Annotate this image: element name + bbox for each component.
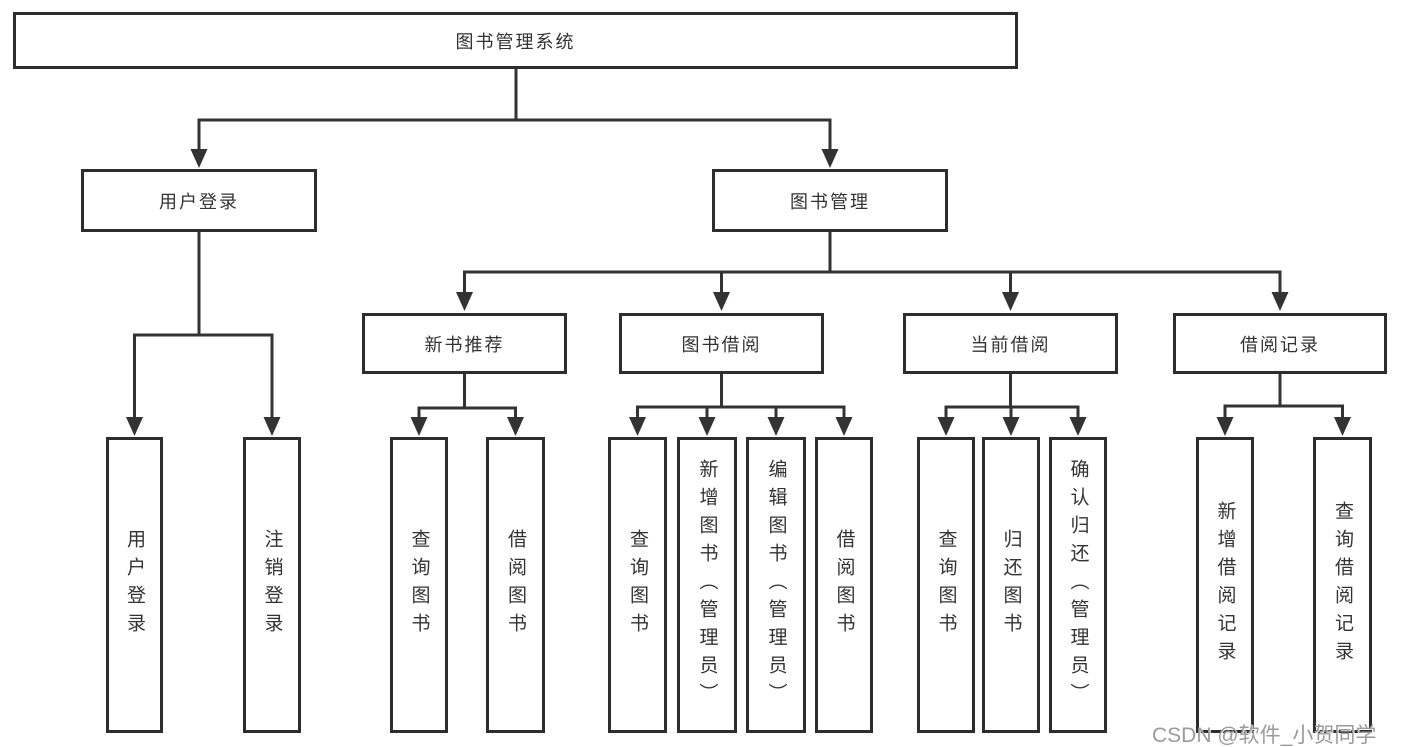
leaf-edit-book-admin: 编辑图书（管理员） [746, 437, 806, 733]
leaf-query-borrow-record: 查询借阅记录 [1313, 437, 1372, 733]
leaf-confirm-return-admin-label: 确认归还（管理员） [1067, 459, 1089, 711]
leaf-query-books-recommend-label: 查询图书 [408, 529, 430, 641]
arrowhead-user-login [190, 149, 208, 168]
connector-new-book-recommend-to-leaves [410, 374, 524, 436]
csdn-watermark: CSDN @软件_小贺同学 [1152, 724, 1377, 747]
leaf-query-books-borrow-label: 查询图书 [627, 529, 648, 641]
arrowhead-book-borrow [713, 292, 730, 311]
connector-current-borrow-to-leaves [937, 374, 1087, 436]
arrowhead-new-book-recommend [456, 292, 473, 311]
node-book-borrow: 图书借阅 [619, 313, 824, 374]
node-user-login-label: 用户登录 [159, 191, 239, 212]
node-current-borrow-label: 当前借阅 [970, 334, 1051, 355]
connector-root-to-level2 [190, 68, 839, 168]
leaf-query-books-borrow: 查询图书 [608, 437, 667, 733]
leaf-edit-book-admin-label: 编辑图书（管理员） [765, 459, 787, 711]
node-user-login: 用户登录 [81, 169, 317, 232]
node-library-system: 图书管理系统 [13, 12, 1018, 69]
node-new-book-recommend-label: 新书推荐 [424, 334, 505, 355]
leaf-logout: 注销登录 [243, 437, 301, 733]
leaf-add-borrow-record: 新增借阅记录 [1196, 437, 1254, 733]
leaf-borrow-books-recommend-label: 借阅图书 [505, 529, 526, 641]
leaf-query-books-current: 查询图书 [917, 437, 975, 733]
arrowhead-current-borrow [1002, 292, 1019, 311]
node-book-management-label: 图书管理 [790, 191, 870, 212]
leaf-logout-label: 注销登录 [261, 529, 283, 641]
leaf-add-borrow-record-label: 新增借阅记录 [1214, 501, 1236, 669]
node-borrow-records: 借阅记录 [1173, 313, 1387, 374]
leaf-query-books-recommend: 查询图书 [390, 437, 448, 733]
leaf-return-book: 归还图书 [982, 437, 1040, 733]
node-book-management: 图书管理 [712, 169, 948, 232]
node-current-borrow: 当前借阅 [903, 313, 1118, 374]
connector-user-login-to-leaves [126, 230, 281, 436]
node-library-system-label: 图书管理系统 [455, 31, 576, 52]
leaf-add-book-admin-label: 新增图书（管理员） [696, 459, 718, 711]
leaf-user-login-label: 用户登录 [124, 529, 145, 641]
arrowhead-borrow-records [1271, 292, 1289, 311]
leaf-borrow-books-label: 借阅图书 [833, 529, 855, 641]
connector-book-management-to-level3 [456, 230, 1289, 311]
arrowhead-leaf-logout [263, 417, 281, 436]
arrowhead-book-management [821, 149, 839, 168]
leaf-add-book-admin: 新增图书（管理员） [677, 437, 737, 733]
node-book-borrow-label: 图书借阅 [681, 334, 762, 355]
leaf-borrow-books: 借阅图书 [815, 437, 873, 733]
arrowhead-leaf-user-login [126, 417, 143, 436]
node-new-book-recommend: 新书推荐 [362, 313, 567, 374]
connector-book-borrow-to-leaves [629, 374, 853, 436]
leaf-user-login: 用户登录 [106, 437, 163, 733]
node-borrow-records-label: 借阅记录 [1240, 334, 1320, 355]
connector-borrow-records-to-leaves [1216, 374, 1351, 436]
leaf-confirm-return-admin: 确认归还（管理员） [1049, 437, 1107, 733]
leaf-borrow-books-recommend: 借阅图书 [486, 437, 545, 733]
leaf-query-books-current-label: 查询图书 [935, 529, 957, 641]
leaf-return-book-label: 归还图书 [1000, 529, 1022, 641]
leaf-query-borrow-record-label: 查询借阅记录 [1332, 501, 1353, 669]
